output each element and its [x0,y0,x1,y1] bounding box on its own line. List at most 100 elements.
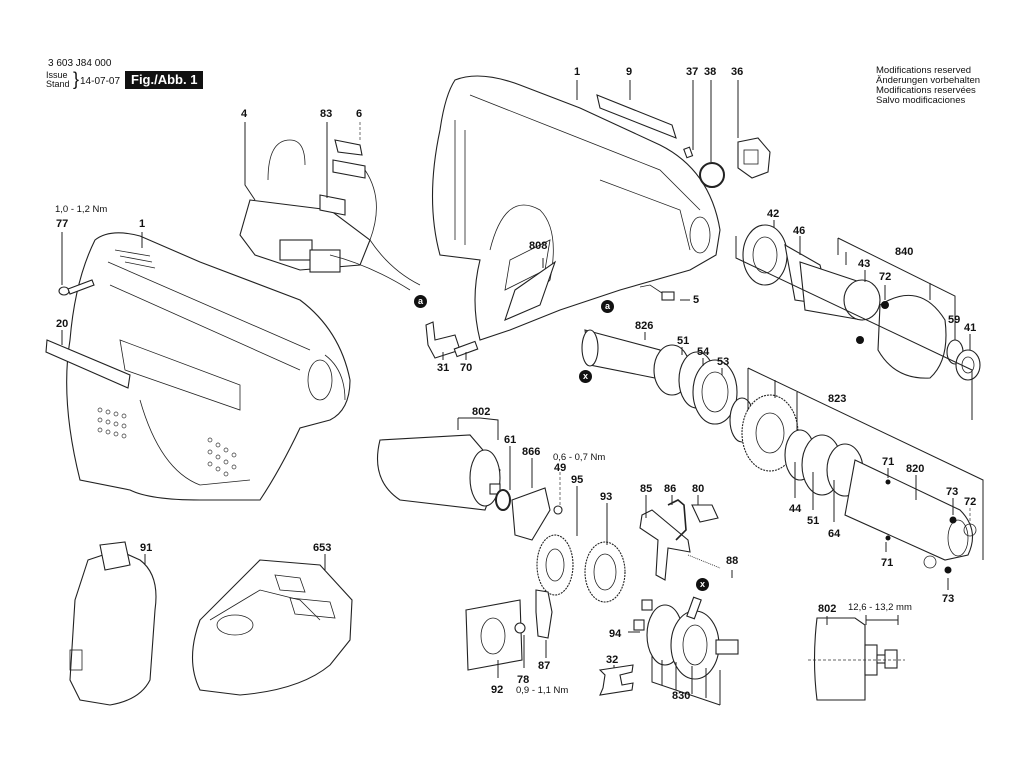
label-strip-9 [596,94,677,139]
part-label-91: 91 [140,542,153,554]
part-label-87: 87 [538,660,551,672]
part-label-73-bottom: 73 [942,593,955,605]
part-label-61: 61 [504,434,517,446]
torque-spec-78: 0,9 - 1,1 Nm [516,685,569,696]
spring-86 [667,499,687,541]
part-label-802-motor: 802 [472,406,491,418]
part-label-64: 64 [828,528,841,540]
part-label-823: 823 [828,393,847,405]
part-label-808: 808 [529,240,548,252]
part-label-54: 54 [697,346,710,358]
ring-gear-95 [536,534,574,596]
part-label-86: 86 [664,483,677,495]
o-ring-38 [699,162,725,188]
charger-653 [192,559,353,696]
label-strip-20 [45,339,131,389]
dimension-note: 12,6 - 13,2 mm [848,602,912,613]
part-label-6: 6 [356,108,363,120]
slider-80 [691,504,719,523]
part-label-38: 38 [704,66,717,78]
planetary-gear-830 [633,596,739,680]
part-label-31: 31 [437,362,450,374]
part-label-51-top: 51 [677,335,690,347]
front-assembly [742,224,981,381]
ring-93 [584,541,626,603]
part-label-71-top: 71 [882,456,895,468]
lever-87 [535,589,553,639]
part-label-36: 36 [731,66,744,78]
part-label-53: 53 [717,356,730,368]
part-label-95: 95 [571,474,584,486]
part-label-49: 49 [554,462,567,474]
part-label-840: 840 [895,246,914,258]
issue-label-en: Issue [46,70,68,80]
part-label-866: 866 [522,446,541,458]
connector-marker-x-2: x [696,578,709,591]
part-label-51-bottom: 51 [807,515,820,527]
housing-half-right [431,75,721,341]
part-label-20: 20 [56,318,69,330]
leader-lines [61,80,984,706]
screw-49 [553,505,563,515]
part-label-820: 820 [906,463,925,475]
part-label-653: 653 [313,542,332,554]
part-label-88: 88 [726,555,739,567]
part-label-46: 46 [793,225,806,237]
connector-5 [661,291,675,301]
part-label-72-bottom: 72 [964,496,977,508]
bearing-36 [737,137,771,179]
part-label-1-right: 1 [574,66,581,78]
notice-de: Änderungen vorbehalten [876,75,981,86]
part-label-4: 4 [241,108,248,120]
part-label-44: 44 [789,503,802,515]
label-808 [504,260,557,321]
notice-fr: Modifications reservées [876,85,976,96]
part-label-802-detail: 802 [818,603,837,615]
connector-marker-x-1: x [579,370,592,383]
part-label-85: 85 [640,483,653,495]
modifications-notice: Modifications reserved Änderungen vorbeh… [876,66,980,106]
figure-label: Fig./Abb. 1 [125,71,204,89]
part-label-9: 9 [626,66,633,78]
part-label-83: 83 [320,108,333,120]
part-label-70: 70 [460,362,473,374]
plate-92-cutout [480,617,506,655]
notice-es: Salvo modificaciones [876,95,966,106]
issue-label: Issue Stand [46,71,70,89]
part-number: 3 603 J84 000 [48,58,112,69]
brace-icon: } [73,69,80,89]
clip-32 [598,664,634,696]
issue-label-de: Stand [46,79,70,89]
issue-date: 14-07-07 [80,76,121,87]
torque-spec-77: 1,0 - 1,2 Nm [55,204,108,215]
part-label-1-left: 1 [139,218,146,230]
o-ring-61 [495,489,511,511]
part-label-42: 42 [767,208,780,220]
notice-en: Modifications reserved [876,65,972,76]
spring-88 [687,554,721,569]
part-label-37: 37 [686,66,699,78]
part-label-94: 94 [609,628,622,640]
motor-dimension-detail [808,615,905,701]
switch-31-70 [425,321,479,359]
part-label-826: 826 [635,320,654,332]
part-label-59: 59 [948,314,961,326]
battery-91 [69,541,157,706]
cable-5 [639,284,666,296]
part-label-830: 830 [672,690,691,702]
part-label-72-top: 72 [879,271,892,283]
shift-fork-85 [639,509,691,581]
screw-77 [58,279,95,296]
part-label-32: 32 [606,654,619,666]
housing-shell-left [66,232,351,501]
part-label-43: 43 [858,258,871,270]
part-label-78: 78 [517,674,530,686]
part-label-77: 77 [56,218,69,230]
part-label-5: 5 [693,294,700,306]
spindle-826 [581,329,738,425]
pin-37 [683,146,694,159]
plate-92 [465,599,523,671]
electronics-module [239,139,421,291]
part-label-71-bottom: 71 [881,557,894,569]
